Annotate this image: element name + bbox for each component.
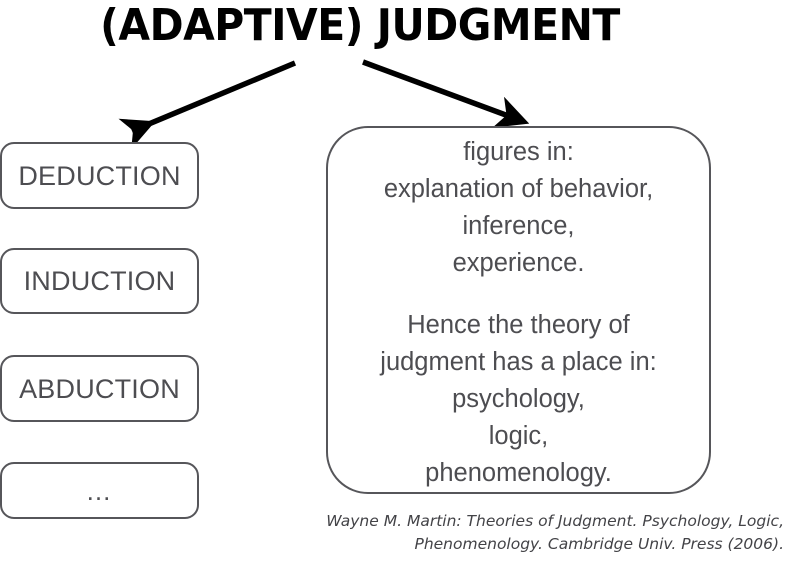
detail-line: phenomenology. — [425, 459, 612, 487]
mode-box-abduction[interactable]: ABDUCTION — [0, 355, 199, 422]
detail-line: Hence the theory of — [407, 311, 630, 339]
mode-box-label: DEDUCTION — [18, 160, 181, 191]
detail-line: explanation of behavior, — [383, 175, 654, 203]
page-title: (ADAPTIVE) JUDGMENT — [100, 0, 620, 51]
mode-box-induction[interactable]: INDUCTION — [0, 248, 199, 314]
detail-line: figures in: — [463, 138, 574, 166]
arrow-to-inference-types — [118, 60, 297, 150]
detail-box: figures in: explanation of behavior, inf… — [326, 126, 711, 494]
mode-box-label: … — [85, 475, 114, 506]
detail-line: experience. — [452, 249, 585, 277]
mode-box-label: ABDUCTION — [19, 373, 180, 404]
citation-line: Wayne M. Martin: Theories of Judgment. P… — [326, 512, 784, 530]
mode-box-ellipsis[interactable]: … — [0, 462, 199, 519]
mode-box-label: INDUCTION — [23, 266, 176, 296]
detail-line: judgment has a place in: — [380, 348, 657, 376]
detail-paragraph-figures-in: figures in: explanation of behavior, inf… — [328, 134, 709, 282]
arrow-to-detail-box — [362, 59, 530, 128]
detail-line: inference, — [462, 212, 575, 240]
detail-paragraph-theory-place: Hence the theory of judgment has a place… — [328, 307, 709, 492]
detail-line: logic, — [488, 422, 549, 450]
source-citation: Wayne M. Martin: Theories of Judgment. P… — [250, 510, 784, 556]
mode-box-deduction[interactable]: DEDUCTION — [0, 142, 199, 209]
citation-line: Phenomenology. Cambridge Univ. Press (20… — [414, 535, 784, 553]
detail-line: psychology, — [452, 385, 585, 413]
